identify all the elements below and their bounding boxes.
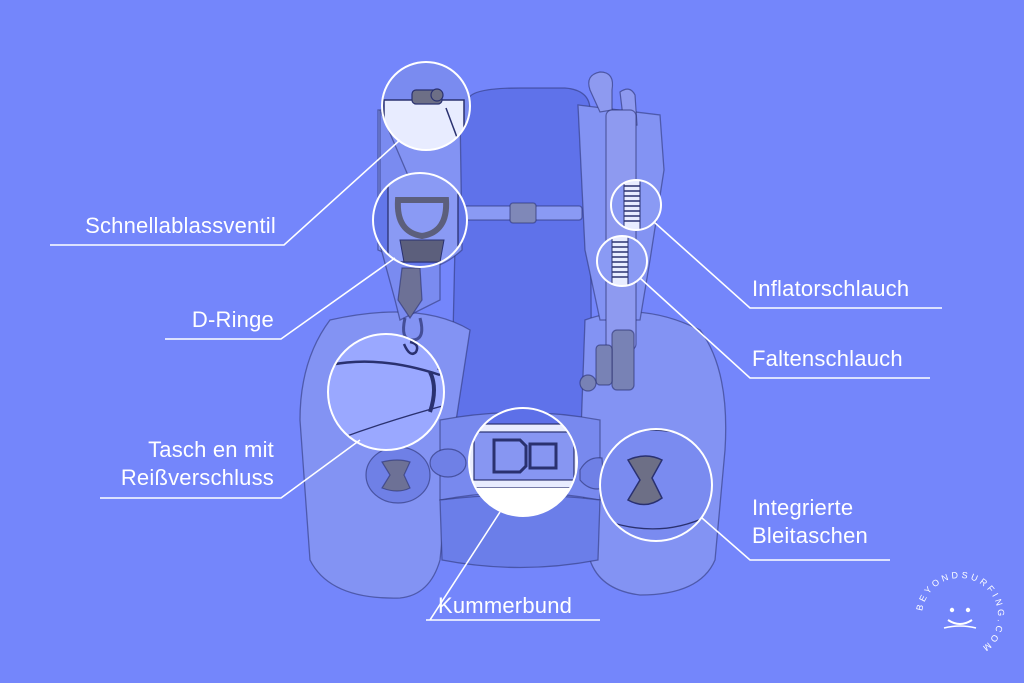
hose-assembly bbox=[579, 71, 638, 392]
leader-blei bbox=[701, 517, 890, 561]
label-kummerbund: Kummerbund bbox=[438, 593, 573, 618]
svg-text:BEYONDSURFING.COM: BEYONDSURFING.COM bbox=[914, 570, 1006, 655]
leader-lines bbox=[50, 139, 942, 621]
leader-kummerbund bbox=[426, 511, 600, 621]
leader-inflator bbox=[653, 221, 942, 309]
leader-falten bbox=[639, 277, 930, 379]
label-faltenschlauch: Faltenschlauch bbox=[752, 346, 903, 371]
left-hardware bbox=[365, 267, 605, 504]
leader-schnellablass bbox=[50, 139, 401, 246]
label-inflatorschlauch: Inflatorschlauch bbox=[752, 276, 910, 301]
zoom-circle-taschen bbox=[327, 333, 445, 451]
label-schnellablassventil: Schnellablassventil bbox=[85, 213, 276, 238]
beyondsurfing-logo: BEYONDSURFING.COM bbox=[914, 570, 1006, 655]
zoom-circle-d-ringe bbox=[372, 172, 468, 268]
zoom-circle-bleitaschen bbox=[599, 428, 713, 542]
zoom-circle-falten bbox=[596, 235, 648, 287]
logo-text: BEYONDSURFING.COM bbox=[914, 570, 1003, 655]
label-taschen-line1: Tasch en mit bbox=[148, 437, 274, 462]
smiley-surfboard-icon bbox=[943, 607, 977, 629]
leader-d-ringe bbox=[165, 257, 396, 340]
zoom-circle-inflator bbox=[610, 179, 662, 231]
label-bleitaschen-line1: Integrierte bbox=[752, 495, 854, 520]
label-taschen-line2: Reißverschluss bbox=[120, 465, 274, 490]
label-bleitaschen-line2: Bleitaschen bbox=[752, 523, 868, 548]
leader-taschen bbox=[100, 439, 361, 499]
zoom-circle-schnellablass bbox=[381, 61, 471, 151]
label-d-ringe: D-Ringe bbox=[191, 307, 274, 332]
